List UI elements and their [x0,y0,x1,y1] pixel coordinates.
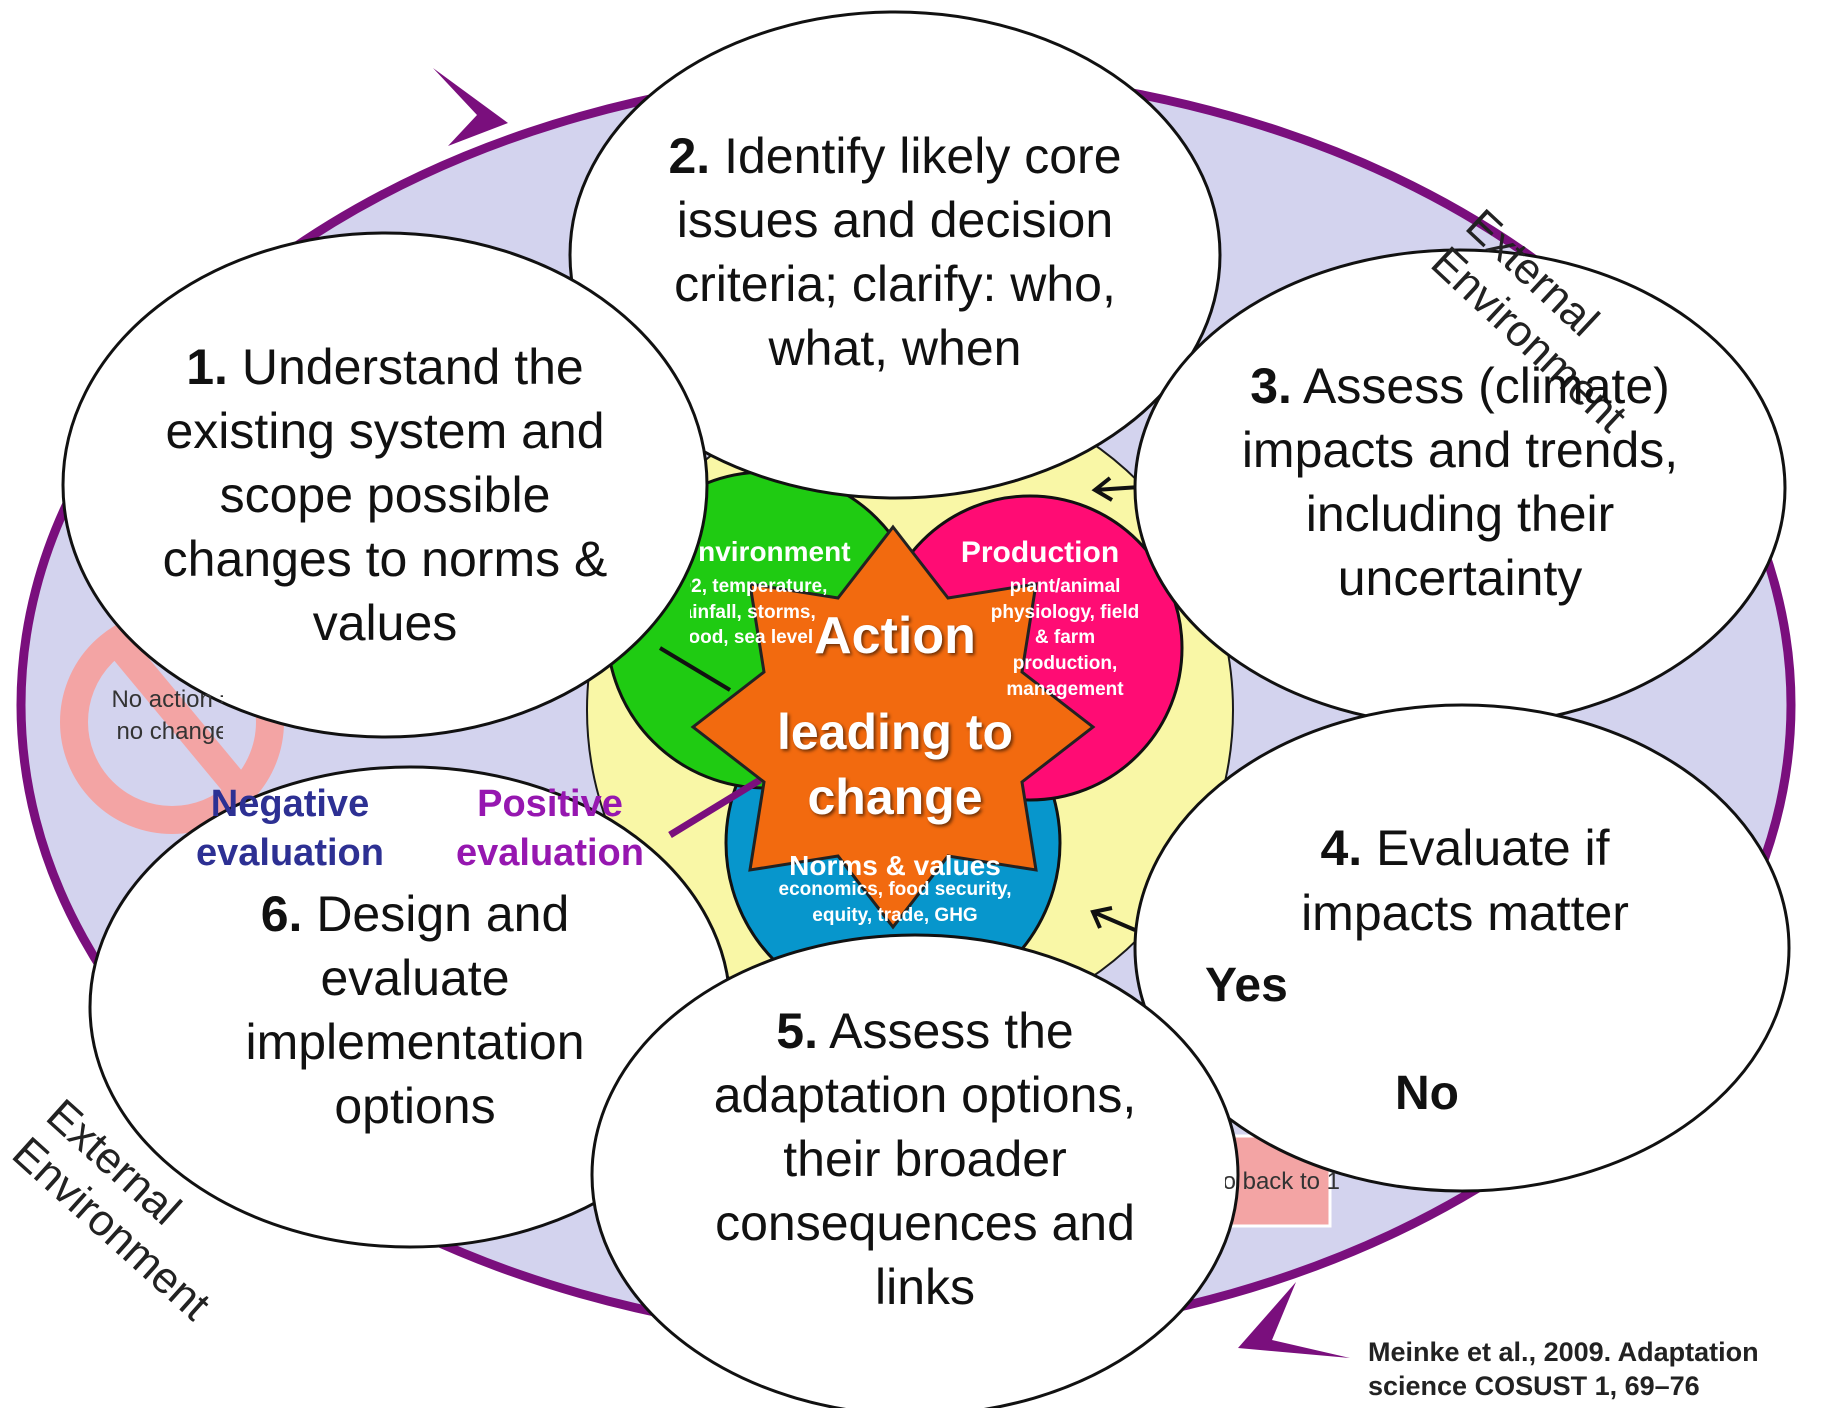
step-5-ellipse [590,933,1240,1408]
step-4-label: Evaluate if impacts matter [1301,820,1629,941]
citation: Meinke et al., 2009. Adaptation science … [1368,1337,1759,1401]
step-6-label: Design and evaluate implementation optio… [245,886,585,1134]
step-5-label: Assess the adaptation options, their bro… [713,1003,1137,1315]
norms-sub: economics, food security, equity, trade,… [778,879,1012,926]
step-3-text: 3. Assess (climate) impacts and trends, … [1225,354,1695,610]
cycle-arrow-top-icon [433,68,508,146]
action-title: Action [814,607,976,665]
environment-sub: CO2, temperature, rainfall, storms, floo… [662,576,828,649]
go-back-label: Go back to 1 [1203,1168,1340,1195]
step-2-ellipse [568,10,1222,500]
production-sub: plant/animal physiology, field & farm pr… [990,576,1140,700]
action-star-icon [690,524,1096,930]
environment-title: Environment [679,536,851,567]
norms-title: Norms & values [789,850,1001,881]
step-4-number: 4. [1320,820,1363,876]
step-2-number: 2. [668,128,711,184]
negative-evaluation: Negative evaluation [196,783,384,875]
feedback-arrow-icon [1090,906,1136,932]
step-3-number: 3. [1250,358,1292,414]
step-6-text: 6. Design and evaluate implementation op… [205,882,625,1138]
step-2-text: 2. Identify likely core issues and decis… [635,124,1155,380]
action-subtitle: leading to change [776,704,1014,825]
connector-line [658,646,732,692]
step-1-text: 1. Understand the existing system and sc… [140,335,630,655]
step-5-number: 5. [776,1003,818,1059]
step-4-ellipse [1133,703,1791,1193]
decision-yes: Yes [1205,959,1288,1012]
feedback-arrow-icon [1091,476,1141,502]
production-title: Production [960,536,1120,569]
cycle-arrow-bottom-icon [1238,1282,1350,1358]
step-1-ellipse [61,231,709,739]
step-6-number: 6. [260,886,303,942]
connector-line [668,777,762,838]
step-1-number: 1. [186,339,228,395]
decision-no: No [1395,1067,1459,1120]
step-4-text: 4. Evaluate if impacts matter [1265,816,1665,946]
step-5-text: 5. Assess the adaptation options, their … [690,999,1160,1319]
step-3-label: Assess (climate) impacts and trends, inc… [1241,358,1679,606]
no-action-label: No action = no change [111,686,234,746]
positive-evaluation: Positive evaluation [456,783,644,875]
step-2-label: Identify likely core issues and decision… [674,128,1122,376]
step-1-label: Understand the existing system and scope… [162,339,608,651]
